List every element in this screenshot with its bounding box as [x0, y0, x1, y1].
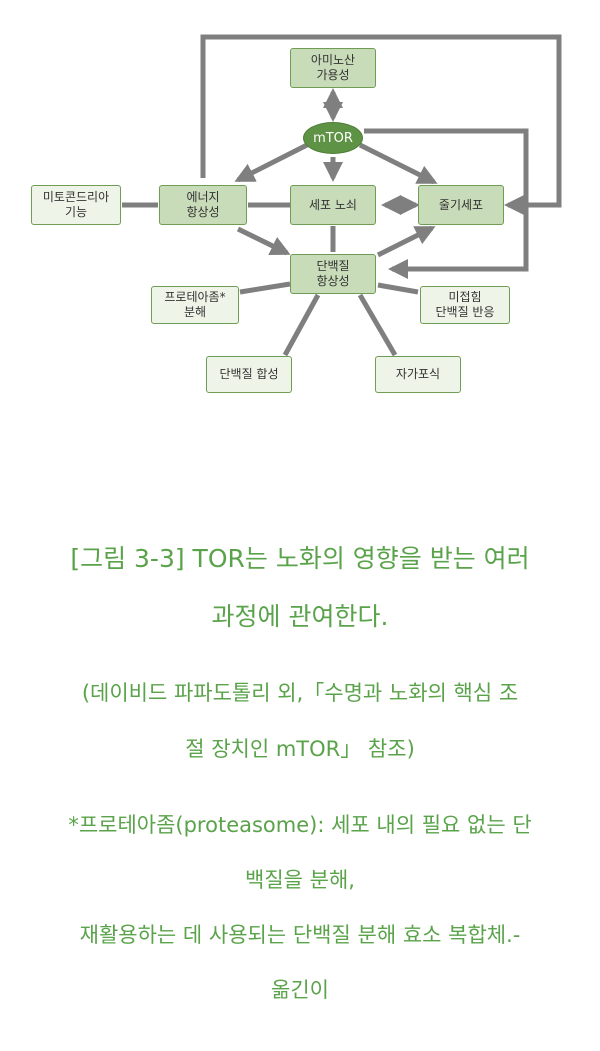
- line-unfolded: [377, 282, 419, 295]
- node-proteostasis: 단백질 항상성: [290, 254, 376, 294]
- node-mtor: mTOR: [303, 122, 363, 154]
- diagram-connectors: [122, 34, 562, 357]
- loop-energy-to-stemcell: [200, 34, 562, 215]
- figure-caption-title: [그림 3-3] TOR는 노화의 영향을 받는 여러 과정에 관여한다.: [20, 530, 580, 646]
- node-text: 단백질 합성: [219, 367, 279, 381]
- figure-footnote: *프로테아좀(proteasome): 세포 내의 필요 없는 단 백질을 분해…: [20, 798, 580, 1018]
- node-unfolded-protein-response: 미접힘 단백질 반응: [420, 286, 510, 324]
- node-text: 미접힘: [448, 290, 482, 304]
- caption-line: 재활용하는 데 사용되는 단백질 분해 효소 복합체.-: [79, 923, 521, 947]
- node-text: mTOR: [313, 130, 353, 146]
- node-text: 가용성: [316, 68, 350, 82]
- node-text: 줄기세포: [438, 197, 484, 212]
- figure-caption-source: (데이비드 파파도톨리 외,「수명과 노화의 핵심 조 절 장치인 mTOR」 …: [20, 665, 580, 777]
- line-autophagy: [357, 293, 398, 357]
- node-text: 프로테아좀*: [164, 290, 226, 304]
- node-text: 아미노산: [310, 53, 356, 67]
- node-text: 세포 노쇠: [309, 197, 357, 212]
- caption-line: 과정에 관여한다.: [211, 602, 389, 631]
- node-proteasome-degradation: 프로테아좀* 분해: [151, 286, 239, 324]
- node-cell-senescence: 세포 노쇠: [290, 185, 376, 225]
- loop-mtor-to-proteostasis: [364, 128, 529, 279]
- node-text: 기능: [64, 205, 88, 219]
- arrow-energy-proteostasis: [236, 226, 291, 256]
- line-synthesis: [282, 293, 321, 357]
- node-autophagy: 자가포식: [375, 356, 461, 393]
- node-text: 항상성: [186, 205, 220, 219]
- mtor-diagram: 아미노산 가용성 mTOR 에너지 항상성 세포 노쇠 줄기세포 미토콘드리아 …: [0, 0, 600, 420]
- node-text: 항상성: [316, 274, 350, 288]
- node-text: 미토콘드리아: [42, 190, 110, 204]
- arrow-mtor-energy: [234, 142, 309, 183]
- caption-line: 옮긴이: [271, 978, 329, 1002]
- arrow-proteostasis-stemcell: [376, 225, 436, 258]
- node-text: 단백질: [316, 259, 350, 273]
- caption-line: (데이비드 파파도톨리 외,「수명과 노화의 핵심 조: [81, 681, 519, 705]
- node-text: 에너지: [186, 190, 220, 204]
- node-mitochondria-function: 미토콘드리아 기능: [31, 185, 121, 225]
- node-energy-homeostasis: 에너지 항상성: [159, 185, 247, 225]
- arrow-mtor-stemcell: [358, 142, 438, 185]
- caption-line: [그림 3-3] TOR는 노화의 영향을 받는 여러: [70, 544, 530, 573]
- node-text: 자가포식: [395, 367, 441, 381]
- caption-line: 절 장치인 mTOR」 참조): [185, 737, 415, 761]
- node-text: 분해: [183, 305, 207, 319]
- line-proteasome: [239, 281, 291, 295]
- caption-line: *프로테아좀(proteasome): 세포 내의 필요 없는 단: [68, 813, 532, 837]
- node-text: 단백질 반응: [435, 305, 495, 319]
- caption-line: 백질을 분해,: [245, 868, 355, 892]
- node-stem-cell: 줄기세포: [418, 185, 504, 225]
- node-amino-acid-availability: 아미노산 가용성: [290, 48, 376, 88]
- node-protein-synthesis: 단백질 합성: [206, 356, 292, 393]
